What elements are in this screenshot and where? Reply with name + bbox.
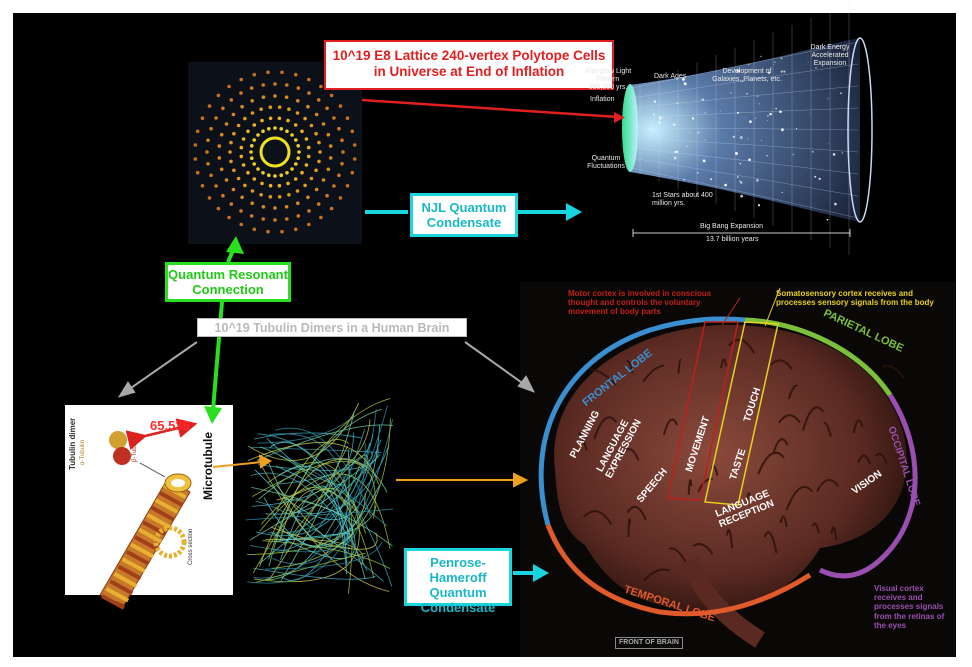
age-label: 13.7 billion years: [706, 236, 759, 243]
cross-section-label: Cross section: [188, 528, 194, 565]
count-double-arrow: [125, 418, 198, 450]
quantum-resonant-label: Quantum Resonant Connection: [165, 262, 291, 302]
e8-lattice-panel: [188, 62, 362, 244]
dark-energy-label: Dark Energy Accelerated Expansion: [810, 44, 850, 68]
motor-cortex-note: Motor cortex is involved in conscious th…: [568, 289, 712, 317]
tubulin-dimer-image: [109, 431, 131, 465]
quantum-fluctuations-label: Quantum Fluctuations: [587, 155, 625, 171]
frontal-lobe-arc: [538, 316, 746, 526]
orange-arrows: [212, 454, 529, 488]
cosmic-expansion-image: [622, 2, 873, 255]
count-label: 65,536: [150, 418, 190, 433]
penrose-hameroff-label: Penrose-Hameroff Quantum Condensate: [404, 548, 512, 615]
first-stars-label: 1st Stars about 400 million yrs.: [652, 192, 713, 208]
cyan-arrow-top: [365, 203, 582, 221]
neuron-network-image: [245, 397, 394, 594]
grey-arrows: [117, 341, 536, 398]
njl-condensate-label: NJL Quantum Condensate: [410, 193, 518, 237]
front-of-brain-label: FRONT OF BRAIN: [615, 637, 683, 649]
cyan-arrow-bottom: [513, 564, 549, 582]
microtubule-label: Microtubule: [201, 432, 215, 500]
motor-cortex-strip: [667, 321, 739, 501]
microtubule-image: [99, 431, 192, 610]
beta-tubulin-label: β-Tubulin: [132, 437, 138, 462]
dark-ages-label: Dark Ages: [654, 73, 687, 80]
big-bang-label: Big Bang Expansion: [700, 223, 764, 230]
brain-image: [554, 324, 907, 648]
e8-lattice-image: [193, 70, 357, 234]
tubulin-dimers-label: 10^19 Tubulin Dimers in a Human Brain: [197, 318, 467, 337]
e8-cells-label: 10^19 E8 Lattice 240-vertex Polytope Cel…: [324, 40, 614, 90]
somatosensory-cortex-strip: [704, 321, 779, 506]
alpha-tubulin-label: α-Tubulin: [80, 440, 86, 465]
red-arrow: [361, 98, 625, 123]
development-label: Development of Galaxies, Planets, etc.: [712, 68, 782, 84]
visual-cortex-note: Visual cortex receives and processes sig…: [874, 584, 945, 630]
occipital-lobe-arc: [818, 393, 918, 579]
afterglow-label: Afterglow Light Pattern 380,000 yrs.: [584, 68, 632, 92]
inflation-label: Inflation: [590, 96, 615, 103]
tubulin-dimer-label: Tubulin dimer: [68, 417, 77, 470]
somatosensory-cortex-note: Somatosensory cortex receives and proces…: [776, 289, 934, 308]
parietal-lobe-arc: [744, 317, 893, 397]
temporal-lobe-arc: [545, 524, 812, 617]
